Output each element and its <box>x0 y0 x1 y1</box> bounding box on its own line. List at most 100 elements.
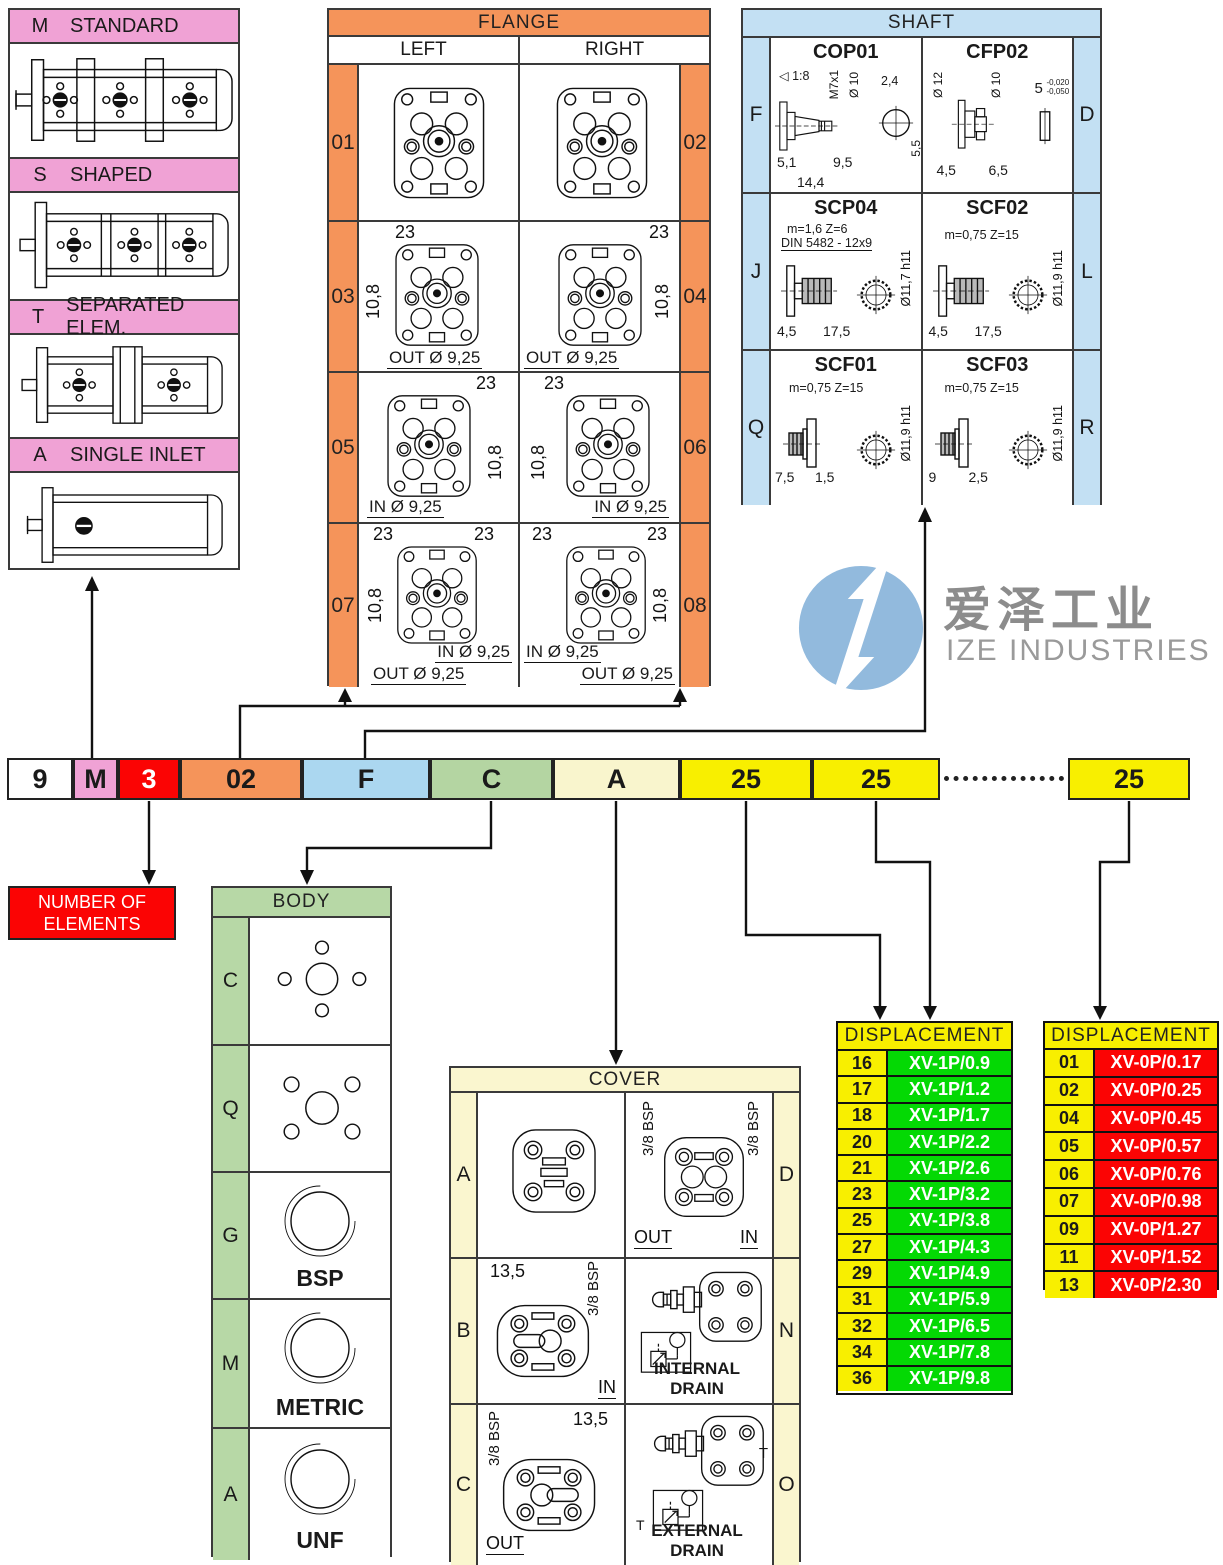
cover-code-n: N <box>778 1319 795 1342</box>
flange-code-01: 01 <box>331 130 355 154</box>
disp-code: 31 <box>838 1287 888 1312</box>
shaft-name: SCF03 <box>966 354 1029 376</box>
shaft-name: SCF02 <box>966 197 1029 219</box>
disp-code: 20 <box>838 1129 888 1155</box>
flange-code-05: 05 <box>331 435 355 459</box>
disp-value: XV-0P/0.45 <box>1095 1105 1217 1132</box>
disp-code: 05 <box>1045 1133 1095 1160</box>
disp-value: XV-0P/0.25 <box>1095 1077 1217 1104</box>
shaft-row-j-l: J SCP04 m=1,6 Z=6 DIN 5482 - 12x9 Ø11,7 … <box>743 192 1100 349</box>
code-cell-25b: 25 <box>812 758 940 800</box>
dim: 2,5 <box>968 469 988 485</box>
displacement-1p-title: DISPLACEMENT <box>838 1023 1011 1051</box>
disp-code: 29 <box>838 1261 888 1286</box>
disp-value: XV-0P/0.17 <box>1095 1050 1217 1076</box>
dim: 4,5 <box>928 323 948 339</box>
body-row-q: Q <box>213 1044 390 1171</box>
code-value: 02 <box>225 763 257 794</box>
dim-dia: Ø11,9 h11 <box>899 405 913 462</box>
body-row-m: M METRIC <box>213 1298 390 1427</box>
dim-spec: m=0,75 Z=15 <box>944 381 1019 395</box>
flange-code-06: 06 <box>683 435 707 459</box>
shaft-code-d: D <box>1079 103 1095 126</box>
disp-code: 04 <box>1045 1105 1095 1132</box>
disp-value: XV-1P/4.9 <box>888 1261 1011 1286</box>
disp-code: 07 <box>1045 1188 1095 1215</box>
port-label: IN Ø 9,25 <box>367 497 444 518</box>
disp-value: XV-1P/5.9 <box>888 1287 1011 1312</box>
ize-logo <box>798 565 924 691</box>
dim-width: 13,5 <box>490 1261 526 1281</box>
cover-drawing-c: 3/8 BSP 13,5 OUT <box>476 1405 624 1565</box>
type-code: A <box>33 443 47 466</box>
watermark-cn-text: 爱泽工业 <box>943 584 1160 637</box>
body-code-m: M <box>221 1351 240 1375</box>
disp-code: 21 <box>838 1156 888 1181</box>
disp-code: 16 <box>838 1051 888 1076</box>
disp-value: XV-1P/9.8 <box>888 1366 1011 1391</box>
disp-code: 23 <box>838 1182 888 1207</box>
shaft-code-f: F <box>749 103 763 126</box>
flange-drawing-03: 23 10,8 OUT Ø 9,25 <box>357 222 518 371</box>
disp-value: XV-0P/2.30 <box>1095 1272 1217 1299</box>
disp-value: XV-1P/4.3 <box>888 1235 1011 1260</box>
shaft-name: SCP04 <box>814 197 878 219</box>
disp-code: 11 <box>1045 1244 1095 1271</box>
cover-drawing-a <box>476 1093 624 1257</box>
code-cell-f: F <box>302 758 430 800</box>
dim-tolerance: -0,050 <box>1046 87 1070 96</box>
code-value: 9 <box>32 763 48 794</box>
cover-title: COVER <box>451 1068 799 1093</box>
displacement-0p-title: DISPLACEMENT <box>1045 1023 1217 1050</box>
code-value: A <box>606 763 627 794</box>
disp-value: XV-1P/7.8 <box>888 1340 1011 1365</box>
code-value: C <box>481 763 502 794</box>
code-dots-separator <box>944 776 1064 781</box>
dim-height: 10,8 <box>485 445 505 481</box>
code-value: F <box>357 763 375 794</box>
disp-code: 32 <box>838 1313 888 1339</box>
body-code-a: A <box>223 1482 238 1506</box>
cover-code-b: B <box>456 1319 471 1342</box>
dim-spec: m=0,75 Z=15 <box>944 228 1019 242</box>
flange-drawing-01 <box>357 65 518 220</box>
external-drain-label: EXTERNAL DRAIN <box>651 1521 743 1560</box>
body-drawing-g: BSP <box>248 1173 390 1298</box>
noe-line2: ELEMENTS <box>43 914 141 934</box>
flange-drawing-04: 23 10,8 OUT Ø 9,25 <box>518 222 681 371</box>
shaft-table: SHAFT F COP01 ◁ 1:8 M7x1 Ø 10 2,4 5,5 5,… <box>741 8 1102 505</box>
type-code: S <box>33 163 47 186</box>
code-cell-a: A <box>553 758 680 800</box>
cover-drawing-o: T T EXTERNAL DRAIN <box>624 1405 774 1565</box>
shaft-cell-scf01: SCF01 m=0,75 Z=15 Ø11,9 h11 7,5 1,5 <box>769 351 921 505</box>
disp-value: XV-0P/0.98 <box>1095 1188 1217 1215</box>
type-header-standard: M STANDARD <box>10 10 238 44</box>
flange-code-07: 07 <box>331 593 355 617</box>
dim: 5,1 <box>777 154 797 170</box>
port-in-label: IN <box>598 1377 616 1399</box>
cover-code-o: O <box>778 1473 795 1496</box>
dim: 6,5 <box>988 162 1008 178</box>
shaft-code-j: J <box>750 259 762 283</box>
cover-drawing-b: 13,5 3/8 BSP IN <box>476 1259 624 1403</box>
body-thread-label: UNF <box>296 1527 344 1553</box>
dim: 9,5 <box>833 154 853 170</box>
dim-height: 10,8 <box>650 588 670 624</box>
disp-value: XV-1P/1.7 <box>888 1103 1011 1128</box>
port-t2-label: T <box>636 1517 645 1533</box>
dim-taper: ◁ 1:8 <box>779 69 810 83</box>
shaft-code-l: L <box>1081 259 1093 283</box>
shaft-code-r: R <box>1079 416 1095 439</box>
disp-value: XV-1P/6.5 <box>888 1313 1011 1339</box>
dim-height: 10,8 <box>363 284 383 320</box>
body-drawing-m: METRIC <box>248 1300 390 1427</box>
